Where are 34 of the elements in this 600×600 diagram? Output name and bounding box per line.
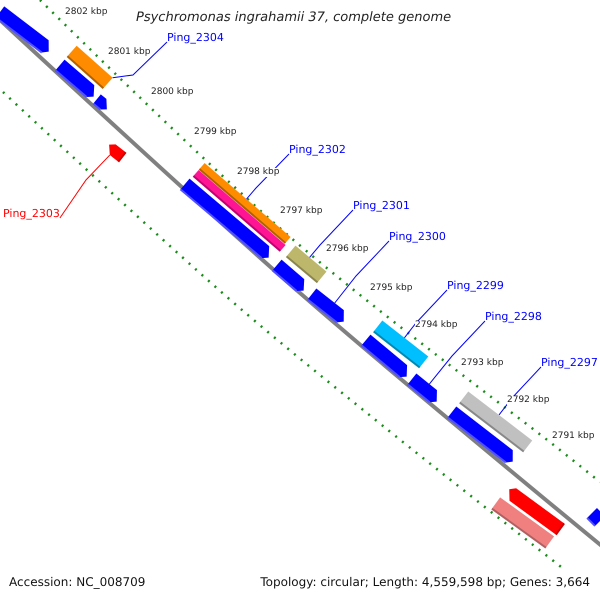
leader-line [404, 290, 448, 338]
gene-label: Ping_2301 [353, 200, 410, 211]
scale-label: 2796 kbp [326, 245, 368, 254]
gene-label: Ping_2304 [167, 32, 224, 43]
gene-block [109, 144, 126, 162]
gene-label: Ping_2299 [447, 280, 504, 291]
title: Psychromonas ingrahamii 37, complete genome [136, 11, 452, 24]
scale-label: 2791 kbp [552, 432, 594, 441]
gene-block [406, 374, 437, 404]
leader-line [309, 210, 354, 258]
scale-label: 2801 kbp [108, 48, 150, 57]
leader-line [334, 240, 390, 304]
leader-line [112, 42, 168, 78]
scale-label: 2802 kbp [65, 8, 108, 17]
scale-label: 2793 kbp [461, 359, 504, 368]
scale-label: 2795 kbp [370, 284, 412, 293]
gene-label: Ping_2300 [389, 231, 446, 242]
scale-label: 2794 kbp [415, 321, 458, 330]
leader-line [428, 320, 486, 385]
scale-label: 2798 kbp [237, 168, 280, 177]
gene-label: Ping_2297 [541, 357, 598, 368]
scale-label: 2797 kbp [280, 207, 322, 216]
scale-label: 2799 kbp [194, 128, 236, 137]
leader-line [59, 154, 110, 218]
gene-block [307, 288, 344, 324]
accession-text: Accession: NC_008709 [9, 576, 146, 588]
scale-label: 2800 kbp [151, 88, 194, 97]
scale-label: 2792 kbp [507, 396, 550, 405]
gene-block [459, 391, 532, 452]
gene-label: Ping_2303 [3, 208, 60, 219]
gene-label: Ping_2302 [289, 144, 346, 155]
genome-info-text: Topology: circular; Length: 4,559,598 bp; Genes: 3,664 [260, 576, 590, 588]
gene-block [286, 246, 326, 284]
gene-label: Ping_2298 [485, 311, 542, 322]
